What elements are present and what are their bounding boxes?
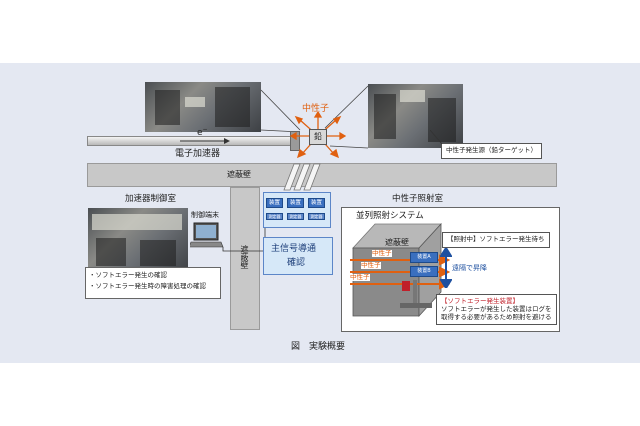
neutron-source-callout: 中性子発生源（鉛ターゲット）: [441, 143, 542, 159]
softerror-title: 【ソフトエラー発生装置】: [441, 297, 519, 305]
signal-check-line1: 主信号導通: [271, 244, 317, 254]
lead-target: 鉛: [309, 129, 327, 145]
control-notes: [85, 267, 221, 299]
meter-2: 測定器: [287, 213, 304, 220]
wall-ducts: [283, 163, 321, 191]
device-a-board: 装置A: [410, 252, 438, 263]
control-note-1: ・ソフトエラー発生の確認: [89, 271, 167, 279]
softerror-line2: 取得する必要があるため照射を避ける: [441, 312, 552, 321]
device-stand: [413, 280, 417, 304]
neutron-source-photo: [368, 84, 463, 148]
control-room-label: 加速器制御室: [125, 194, 177, 204]
beam-arrow: [180, 138, 230, 144]
device-b-board: 装置B: [410, 266, 438, 277]
shield-block-label: 遮蔽壁: [385, 238, 409, 247]
shield-wall-horizontal: [87, 163, 557, 187]
meter-1: 測定器: [266, 213, 283, 220]
neutron-beams: [350, 254, 450, 290]
irradiation-room-label: 中性子照射室: [392, 194, 444, 204]
terminal-cable: [222, 209, 266, 252]
signal-check-box: [263, 237, 333, 275]
parallel-system-label: 並列照射システム: [356, 211, 424, 221]
device-base: [400, 303, 432, 308]
device-2: 装置: [287, 198, 304, 208]
lift-arrow: [440, 248, 452, 288]
tube-end: [290, 131, 300, 151]
lift-label: 遠隔で昇降: [452, 264, 487, 272]
neutron-beam-label-a: 中性子: [372, 249, 392, 257]
figure-caption: 図 実験概要: [291, 342, 346, 352]
shield-wall-top-label: 遮蔽壁: [227, 170, 251, 179]
control-terminal-label: 制御端末: [191, 211, 219, 219]
callout-line: [430, 130, 443, 145]
meter-3: 測定器: [308, 213, 325, 220]
neutron-beam-label-c: 中性子: [350, 273, 370, 281]
device-1: 装置: [266, 198, 283, 208]
control-note-2: ・ソフトエラー発生時の障害処理の確認: [89, 282, 206, 290]
neutron-top-label: 中性子: [302, 104, 330, 114]
error-device-marker: [402, 281, 410, 291]
softerror-line1: ソフトエラーが発生した装置はログを: [441, 304, 552, 313]
softerror-callout: 【ソフトエラー発生装置】 ソフトエラーが発生した装置はログを 取得する必要がある…: [436, 294, 557, 326]
accelerator-photo: [145, 82, 261, 132]
signal-check-line2: 確認: [287, 258, 306, 268]
neutron-beam-label-b: 中性子: [361, 261, 381, 269]
electron-label: e−: [197, 126, 208, 138]
accelerator-label: 電子加速器: [175, 149, 221, 159]
shield-wall-vertical: [230, 187, 260, 330]
control-room-photo: [88, 208, 188, 273]
laptop-icon: [190, 222, 224, 248]
device-3: 装置: [308, 198, 325, 208]
shield-wall-vertical-label: 遮蔽壁: [240, 245, 249, 269]
irradiating-callout: 【照射中】ソフトエラー発生待ち: [442, 232, 550, 248]
